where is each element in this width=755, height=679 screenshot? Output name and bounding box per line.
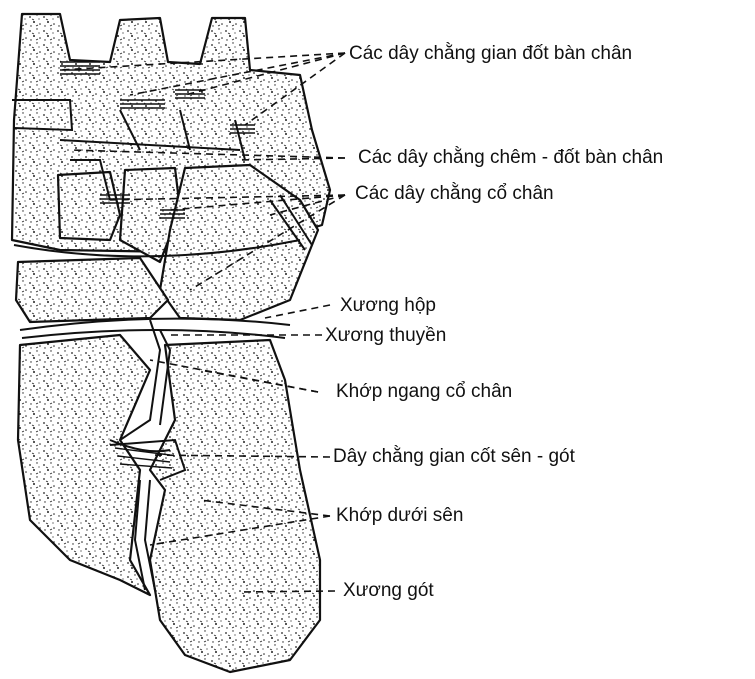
label-interphalangeal-ligaments: Các dây chằng gian đốt bàn chân — [349, 44, 632, 63]
calcaneus-bone — [150, 340, 320, 672]
cuneiform-region — [58, 172, 120, 240]
label-metatarsophalangeal-ligaments: Các dây chằng chêm - đốt bàn chân — [358, 148, 663, 167]
label-subtalar-joint: Khớp dưới sên — [336, 506, 463, 525]
label-calcaneus: Xương gót — [343, 581, 434, 600]
label-ankle-ligaments: Các dây chằng cổ chân — [355, 184, 554, 203]
label-talocalcaneal-interosseous-ligament: Dây chằng gian cốt sên - gót — [333, 447, 575, 466]
label-cuboid: Xương hộp — [340, 296, 436, 315]
label-transverse-tarsal-joint: Khớp ngang cổ chân — [336, 382, 512, 401]
label-navicular: Xương thuyền — [325, 326, 446, 345]
navicular-bone — [16, 258, 168, 322]
